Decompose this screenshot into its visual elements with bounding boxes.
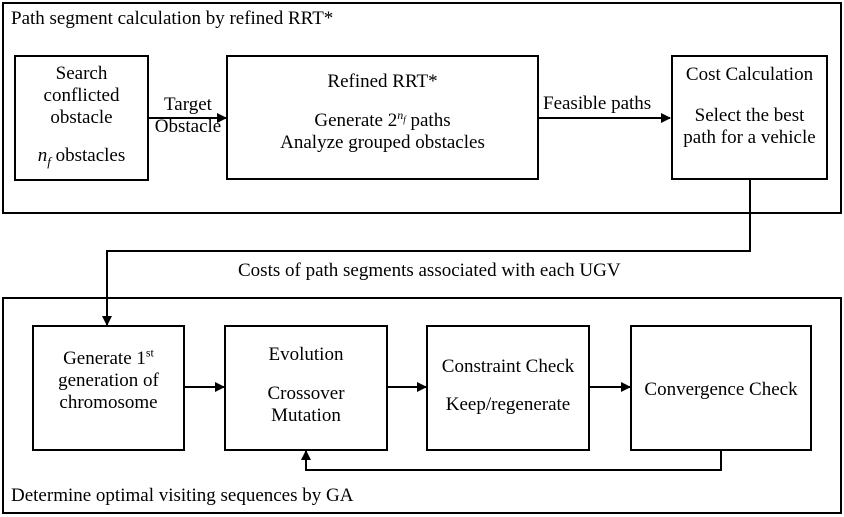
constraint-check-box: Constraint Check Keep/regenerate xyxy=(426,325,590,451)
cost-title: Cost Calculation xyxy=(685,64,814,85)
bottom-panel-title: Determine optimal visiting sequences by … xyxy=(11,485,354,506)
generate-line-2: generation of xyxy=(58,370,159,391)
evolution-box: Evolution Crossover Mutation xyxy=(224,325,388,451)
evolution-mutation: Mutation xyxy=(271,405,341,426)
top-panel-title: Path segment calculation by refined RRT* xyxy=(11,8,334,29)
constraint-title: Constraint Check xyxy=(441,356,575,377)
cost-line-1: Select the best xyxy=(694,105,805,126)
refined-rrt-box: Refined RRT* Generate 2nf paths Analyze … xyxy=(226,55,539,180)
edge-label-target-obstacle: Target Obstacle xyxy=(154,94,222,137)
top-panel xyxy=(2,2,842,214)
edge-label-feasible-paths: Feasible paths xyxy=(543,93,652,114)
search-obstacle-box: Search conflicted obstacle nf obstacles xyxy=(14,55,149,181)
constraint-keep-regenerate: Keep/regenerate xyxy=(445,394,571,415)
convergence-check-box: Convergence Check xyxy=(630,325,812,451)
link-label-costs: Costs of path segments associated with e… xyxy=(238,260,621,281)
cost-calculation-box: Cost Calculation Select the best path fo… xyxy=(671,55,828,180)
generate-line-1: Generate 1st xyxy=(63,345,154,369)
evolution-title: Evolution xyxy=(268,344,344,365)
rrt-analyze: Analyze grouped obstacles xyxy=(280,132,485,153)
arrow-cost-to-generate xyxy=(102,180,751,326)
bottom-panel xyxy=(2,297,842,514)
convergence-title: Convergence Check xyxy=(644,379,798,400)
search-line-2: conflicted xyxy=(43,85,120,106)
nf-obstacles-label: nf obstacles xyxy=(37,145,126,169)
generate-line-3: chromosome xyxy=(59,392,158,413)
evolution-crossover: Crossover xyxy=(267,383,345,404)
generate-chromosome-box: Generate 1st generation of chromosome xyxy=(32,325,185,451)
cost-line-2: path for a vehicle xyxy=(683,127,816,148)
search-line-1: Search xyxy=(55,63,108,84)
rrt-title: Refined RRT* xyxy=(327,71,438,92)
search-line-3: obstacle xyxy=(50,107,113,128)
rrt-generate-paths: Generate 2nf paths xyxy=(314,107,451,131)
arrow-convergence-feedback xyxy=(301,450,722,471)
